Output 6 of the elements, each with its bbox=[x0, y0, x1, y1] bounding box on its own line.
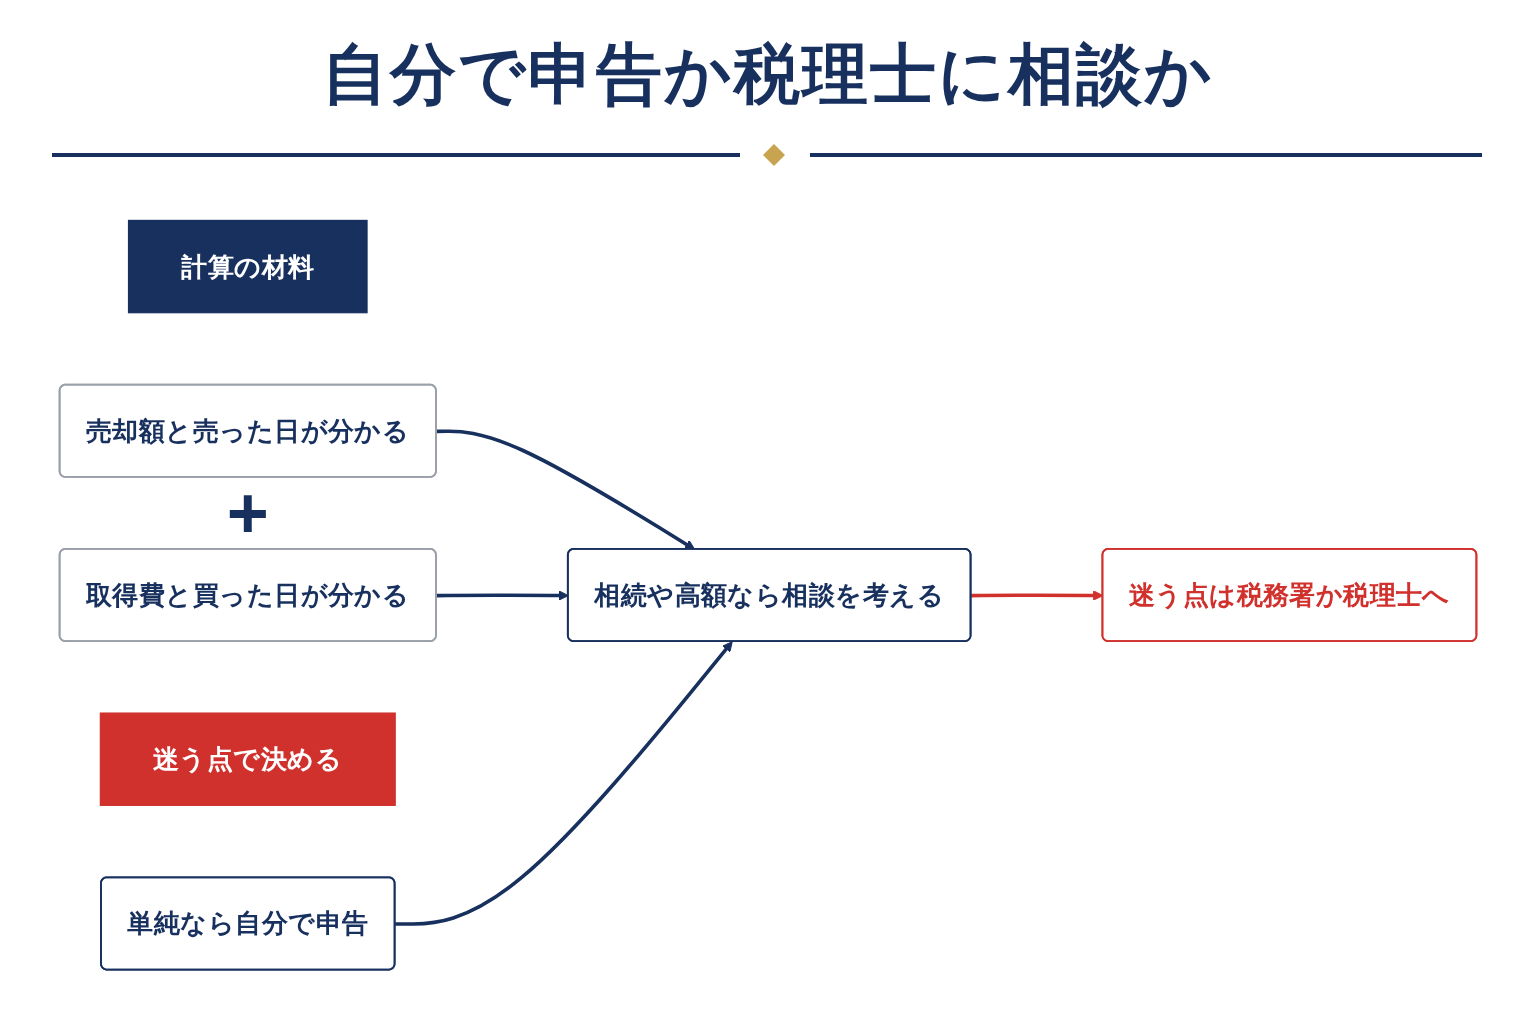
title: 自分で申告か税理士に相談か bbox=[322, 37, 1214, 111]
node-box: 計算の材料 bbox=[127, 219, 368, 314]
arrow bbox=[436, 429, 696, 550]
plus-sign: + bbox=[226, 476, 269, 549]
node-box: 迷う点で決める bbox=[99, 712, 396, 806]
arrow bbox=[395, 641, 733, 926]
